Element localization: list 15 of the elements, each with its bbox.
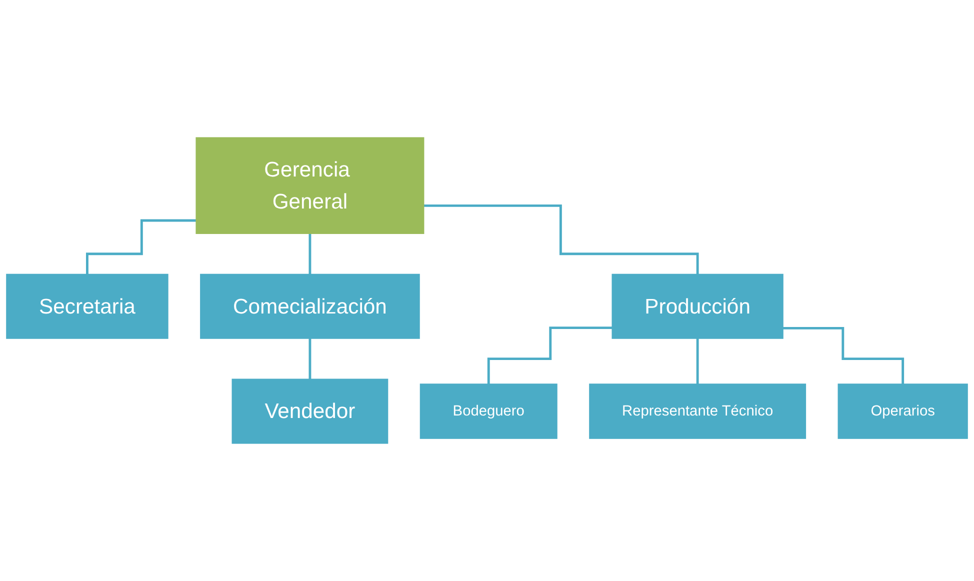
connector xyxy=(86,219,196,276)
connector xyxy=(696,337,699,386)
connector xyxy=(308,232,312,276)
node-box: Producción xyxy=(612,274,784,339)
connector xyxy=(424,204,699,276)
node-box: Secretaria xyxy=(6,274,168,339)
node-box: Gerencia General xyxy=(196,137,424,234)
node-box: Comecialización xyxy=(200,274,420,339)
connector xyxy=(782,326,904,386)
node-box: Bodeguero xyxy=(420,384,558,439)
node-box: Vendedor xyxy=(232,378,388,444)
connector xyxy=(487,326,612,386)
node-box: Operarios xyxy=(838,384,968,439)
node-box: Representante Técnico xyxy=(589,384,806,439)
connector xyxy=(308,337,312,380)
